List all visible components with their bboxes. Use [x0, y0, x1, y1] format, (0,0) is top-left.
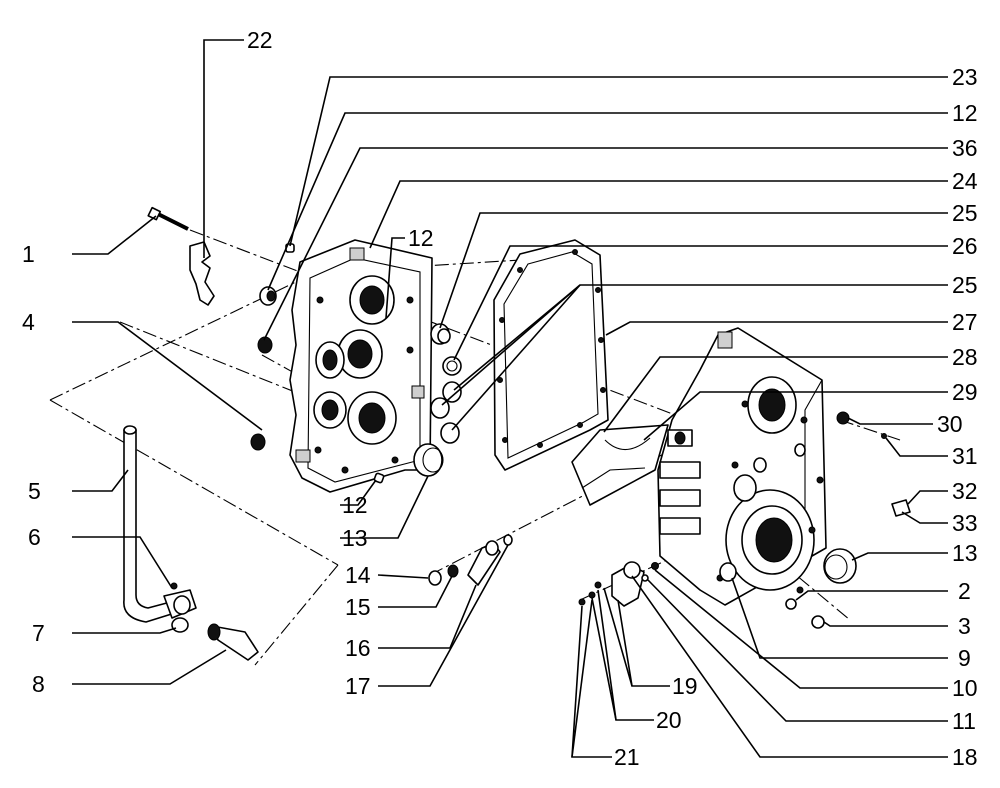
callout-3: 3: [958, 613, 971, 639]
callout-14: 14: [345, 562, 371, 588]
sensor-part-18: [611, 561, 645, 607]
callout-2: 2: [958, 578, 971, 604]
filter-part-8: [207, 623, 259, 661]
callout-12-top: 12: [952, 100, 978, 126]
plate-part-32-33: [891, 499, 911, 517]
screw-part-10: [641, 574, 649, 582]
flange-part-6: [163, 582, 197, 619]
callout-19: 19: [672, 673, 698, 699]
callout-18: 18: [952, 744, 978, 770]
callout-6: 6: [28, 524, 41, 550]
shim-part-28-29: [571, 424, 669, 506]
screw-part-30: [836, 411, 850, 425]
callout-30: 30: [937, 411, 963, 437]
callout-12-low: 12: [342, 492, 368, 518]
callout-1: 1: [22, 241, 35, 267]
callout-20: 20: [656, 707, 682, 733]
oring-part-17: [503, 534, 513, 546]
callout-8: 8: [32, 671, 45, 697]
bush-part-25-group: [430, 381, 462, 444]
callout-26: 26: [952, 233, 978, 259]
pin-part-12-lower: [373, 472, 385, 484]
callout-36: 36: [952, 135, 978, 161]
bush-part-4: [250, 433, 266, 451]
sensor-part-16: [467, 540, 501, 586]
callout-9: 9: [958, 645, 971, 671]
callout-22: 22: [247, 27, 273, 53]
ring-part-14: [428, 570, 442, 586]
callout-15: 15: [345, 594, 371, 620]
oring-part-7: [171, 617, 189, 633]
screws-part-19-20-21: [578, 581, 602, 606]
callout-23: 23: [952, 64, 978, 90]
callout-7: 7: [32, 620, 45, 646]
callout-12-mid: 12: [408, 225, 434, 251]
callout-31: 31: [952, 443, 978, 469]
callout-4: 4: [22, 309, 35, 335]
pin-part-31: [881, 433, 887, 439]
callout-21: 21: [614, 744, 640, 770]
washer-part-11: [651, 562, 659, 570]
seal-ring-part-13-left: [413, 443, 444, 477]
callout-13-left: 13: [342, 525, 368, 551]
rear-housing-part-24: [289, 239, 433, 493]
callout-27: 27: [952, 309, 978, 335]
bush-part-25-upper: [430, 323, 451, 345]
bracket-part-22: [189, 241, 215, 306]
callout-33: 33: [952, 510, 978, 536]
leader-lines: [72, 39, 948, 758]
callout-29: 29: [952, 379, 978, 405]
callout-16: 16: [345, 635, 371, 661]
pipe-part-5: [123, 425, 179, 623]
plug-part-2: [785, 598, 797, 610]
plug-part-3: [811, 615, 825, 629]
seal-part-26: [442, 356, 462, 376]
callout-13-right: 13: [952, 540, 978, 566]
callout-25-group: 25: [952, 272, 978, 298]
seal-ring-part-13-right: [823, 548, 857, 584]
callout-5: 5: [28, 478, 41, 504]
bush-part-12: [259, 286, 277, 306]
gasket-part-27: [493, 239, 609, 471]
bolt-part-1: [147, 206, 189, 231]
callout-28: 28: [952, 344, 978, 370]
callout-32: 32: [952, 478, 978, 504]
callout-25-top: 25: [952, 200, 978, 226]
callout-17: 17: [345, 673, 371, 699]
washer-part-15: [447, 564, 459, 578]
callout-11: 11: [952, 708, 976, 734]
callout-labels: 1 4 5 6 7 8 22 23 12 36 24 25 26 25 27 2…: [22, 27, 978, 770]
front-housing-casting: [657, 327, 827, 606]
callout-10: 10: [952, 675, 978, 701]
callout-24: 24: [952, 168, 978, 194]
